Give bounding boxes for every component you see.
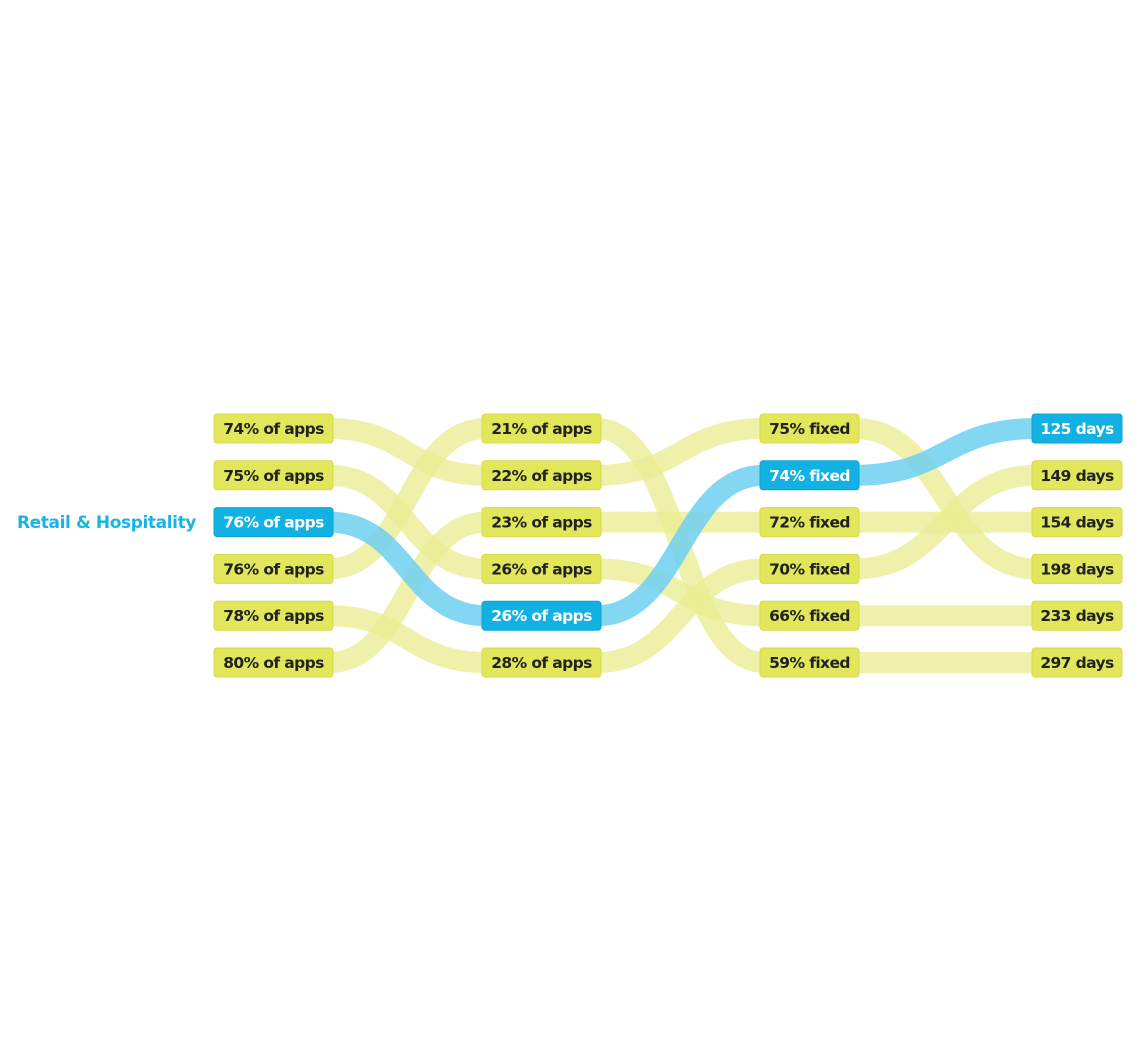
node-label-col0-row2: 76% of apps — [223, 514, 324, 532]
node-box-col3-row0 — [1031, 413, 1123, 444]
series-0-link-0 — [328, 418, 487, 486]
series-3-link-0 — [328, 418, 487, 580]
node-col3-row2: 154 days — [1031, 507, 1123, 538]
series-2-link-0 — [328, 511, 487, 627]
series-0-link-1 — [596, 418, 765, 486]
node-label-col3-row2: 154 days — [1040, 514, 1114, 532]
series-5-link-0 — [328, 511, 487, 673]
node-label-col0-row1: 75% of apps — [223, 467, 324, 485]
series-0-link-2 — [854, 418, 1037, 580]
node-label-col1-row0: 21% of apps — [491, 420, 592, 438]
node-box-col1-row3 — [481, 553, 602, 584]
node-col3-row0: 125 days — [1031, 413, 1123, 444]
node-label-col3-row0: 125 days — [1040, 420, 1114, 438]
highlight-links-layer — [328, 418, 1037, 627]
node-label-col3-row3: 198 days — [1040, 560, 1114, 578]
node-col2-row3: 70% fixed — [759, 553, 860, 584]
highlight-series-label: Retail & Hospitality — [17, 513, 196, 533]
node-col1-row1: 22% of apps — [481, 460, 602, 491]
node-col3-row5: 297 days — [1031, 647, 1123, 678]
node-box-col3-row5 — [1031, 647, 1123, 678]
node-col1-row2: 23% of apps — [481, 507, 602, 538]
labels-layer: Retail & Hospitality — [17, 513, 197, 533]
node-label-col1-row3: 26% of apps — [491, 560, 592, 578]
node-label-col2-row3: 70% fixed — [769, 560, 850, 578]
series-1-link-0 — [328, 464, 487, 580]
node-box-col0-row0 — [213, 413, 334, 444]
node-label-col2-row4: 66% fixed — [769, 607, 850, 625]
node-box-col2-row3 — [759, 553, 860, 584]
node-box-col3-row4 — [1031, 600, 1123, 631]
node-box-col2-row2 — [759, 507, 860, 538]
node-label-col3-row5: 297 days — [1040, 654, 1114, 672]
node-box-col1-row1 — [481, 460, 602, 491]
node-label-col3-row4: 233 days — [1040, 607, 1114, 625]
node-col1-row3: 26% of apps — [481, 553, 602, 584]
node-col2-row0: 75% fixed — [759, 413, 860, 444]
series-4-link-0 — [328, 605, 487, 673]
node-col3-row4: 233 days — [1031, 600, 1123, 631]
node-label-col1-row4: 26% of apps — [491, 607, 592, 625]
node-col1-row5: 28% of apps — [481, 647, 602, 678]
node-box-col1-row4 — [481, 600, 602, 631]
series-1-link-1 — [596, 558, 765, 627]
node-col0-row4: 78% of apps — [213, 600, 334, 631]
node-label-col1-row2: 23% of apps — [491, 514, 592, 532]
node-box-col2-row5 — [759, 647, 860, 678]
node-col2-row1: 74% fixed — [759, 460, 860, 491]
node-box-col0-row3 — [213, 553, 334, 584]
node-box-col1-row5 — [481, 647, 602, 678]
node-col2-row4: 66% fixed — [759, 600, 860, 631]
node-col0-row0: 74% of apps — [213, 413, 334, 444]
node-label-col0-row3: 76% of apps — [223, 560, 324, 578]
node-col0-row2: 76% of apps — [213, 507, 334, 538]
node-col0-row1: 75% of apps — [213, 460, 334, 491]
node-box-col0-row1 — [213, 460, 334, 491]
node-label-col2-row0: 75% fixed — [769, 420, 850, 438]
node-label-col2-row5: 59% fixed — [769, 654, 850, 672]
node-label-col0-row0: 74% of apps — [223, 420, 324, 438]
node-col0-row5: 80% of apps — [213, 647, 334, 678]
node-label-col3-row1: 149 days — [1040, 467, 1114, 485]
node-col1-row0: 21% of apps — [481, 413, 602, 444]
node-box-col3-row3 — [1031, 553, 1123, 584]
node-label-col1-row1: 22% of apps — [491, 467, 592, 485]
node-label-col1-row5: 28% of apps — [491, 654, 592, 672]
node-col3-row3: 198 days — [1031, 553, 1123, 584]
nodes-layer: 74% of apps 75% of apps 76% of apps 76% of … — [213, 413, 1123, 678]
node-box-col1-row2 — [481, 507, 602, 538]
node-box-col0-row5 — [213, 647, 334, 678]
node-col2-row5: 59% fixed — [759, 647, 860, 678]
node-box-col2-row0 — [759, 413, 860, 444]
node-box-col0-row2 — [213, 507, 334, 538]
node-box-col0-row4 — [213, 600, 334, 631]
node-col2-row2: 72% fixed — [759, 507, 860, 538]
node-box-col3-row1 — [1031, 460, 1123, 491]
node-box-col2-row4 — [759, 600, 860, 631]
node-label-col2-row1: 74% fixed — [769, 467, 850, 485]
series-4-link-1 — [596, 558, 765, 673]
node-label-col0-row5: 80% of apps — [223, 654, 324, 672]
node-col3-row1: 149 days — [1031, 460, 1123, 491]
links-layer — [328, 418, 1037, 674]
node-label-col0-row4: 78% of apps — [223, 607, 324, 625]
node-col1-row4: 26% of apps — [481, 600, 602, 631]
series-2-link-2 — [854, 418, 1037, 486]
node-box-col2-row1 — [759, 460, 860, 491]
node-label-col2-row2: 72% fixed — [769, 514, 850, 532]
node-box-col3-row2 — [1031, 507, 1123, 538]
node-box-col1-row0 — [481, 413, 602, 444]
series-2-link-1 — [596, 464, 765, 627]
node-col0-row3: 76% of apps — [213, 553, 334, 584]
